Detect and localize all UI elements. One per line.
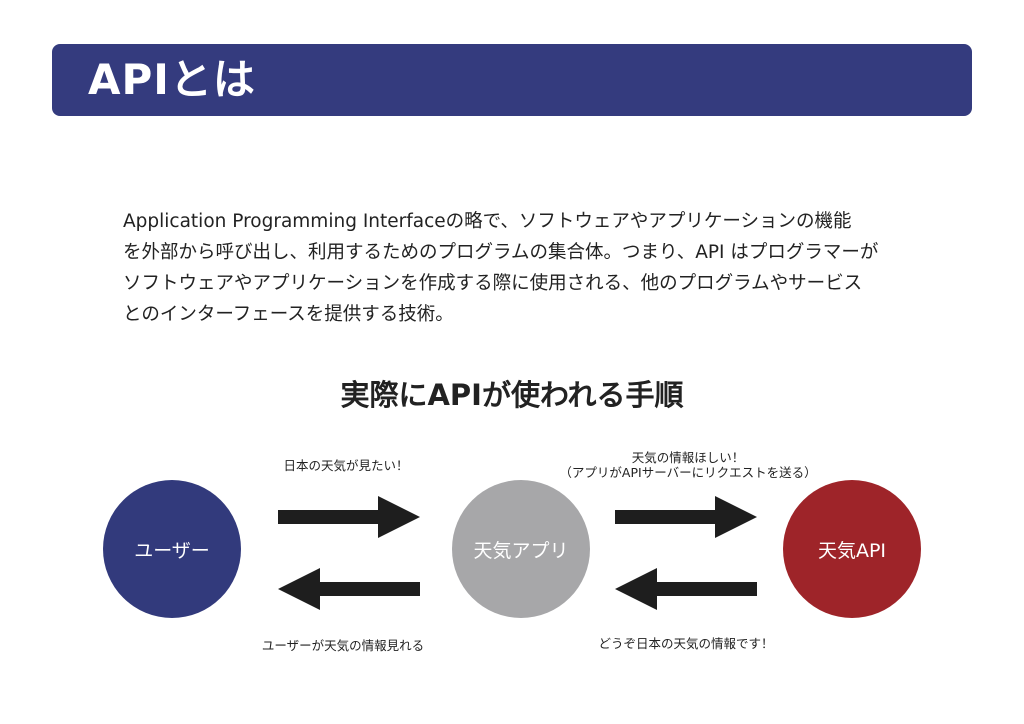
label-app-to-api: 天気の情報ほしい！ （アプリがAPIサーバーにリクエストを送る） bbox=[559, 450, 816, 480]
weather-api-node: 天気API bbox=[783, 480, 921, 618]
arrow-right-icon bbox=[278, 496, 420, 538]
label-app-to-api-line2: （アプリがAPIサーバーにリクエストを送る） bbox=[559, 465, 817, 480]
weather-app-node-label: 天気アプリ bbox=[473, 539, 569, 562]
label-user-to-app: 日本の天気が見たい！ bbox=[283, 458, 409, 473]
user-node-label: ユーザー bbox=[134, 539, 210, 562]
description-line: とのインターフェースを提供する技術。 bbox=[123, 304, 454, 325]
arrow-left-icon bbox=[278, 568, 420, 610]
label-app-to-api-line1: 天気の情報ほしい！ bbox=[631, 450, 745, 465]
api-description: Application Programming Interfaceの略で、ソフト… bbox=[123, 206, 943, 330]
label-api-to-app: どうぞ日本の天気の情報です！ bbox=[598, 636, 774, 651]
description-line: を外部から呼び出し、利用するためのプログラムの集合体。つまり、API はプログラ… bbox=[123, 242, 879, 263]
label-app-to-user: ユーザーが天気の情報見れる bbox=[261, 638, 425, 653]
arrow-right-icon bbox=[615, 496, 757, 538]
description-line: Application Programming Interfaceの略で、ソフト… bbox=[123, 211, 852, 232]
weather-app-node: 天気アプリ bbox=[452, 480, 590, 618]
description-line: ソフトウェアやアプリケーションを作成する際に使用される、他のプログラムやサービス bbox=[123, 273, 863, 294]
page-title: APIとは bbox=[88, 55, 256, 104]
diagram-title: 実際にAPIが使われる手順 bbox=[340, 378, 684, 412]
title-banner: APIとは bbox=[52, 44, 972, 116]
arrow-left-icon bbox=[615, 568, 757, 610]
weather-api-node-label: 天気API bbox=[817, 539, 887, 562]
user-node: ユーザー bbox=[103, 480, 241, 618]
